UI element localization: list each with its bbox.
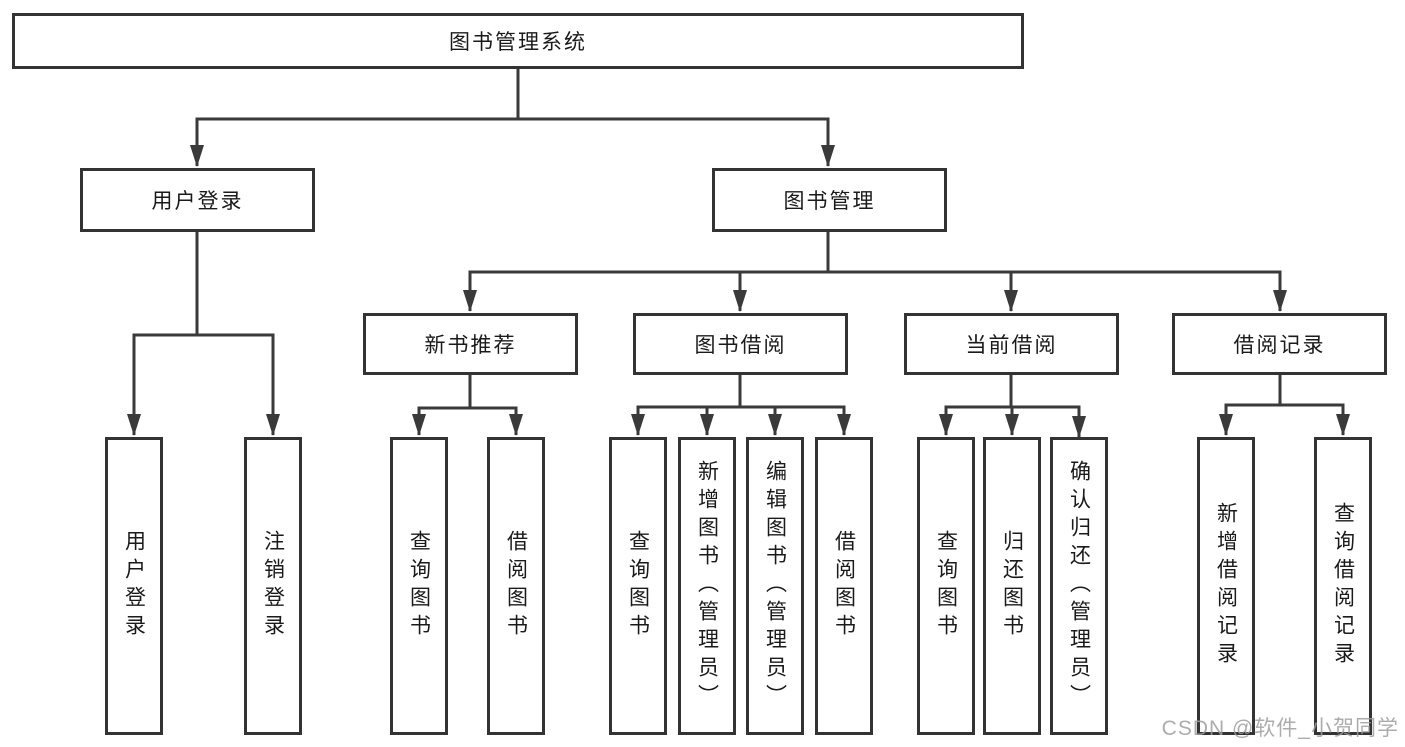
leaf-borrow-book: 借阅图书 xyxy=(815,437,873,735)
leaf-user-login: 用户登录 xyxy=(105,437,163,735)
node-borrow-record: 借阅记录 xyxy=(1172,313,1387,375)
leaf-query-book-recommend-label: 查询图书 xyxy=(407,530,431,642)
node-book-borrow-label: 图书借阅 xyxy=(694,334,787,357)
leaf-add-borrow-record-label: 新增借阅记录 xyxy=(1214,502,1238,670)
leaf-query-book-borrow-label: 查询图书 xyxy=(626,530,650,642)
leaf-user-login-label: 用户登录 xyxy=(122,530,146,642)
leaf-borrow-book-recommend: 借阅图书 xyxy=(487,437,545,735)
leaf-logout-login-label: 注销登录 xyxy=(261,530,285,642)
leaf-add-book-admin-label: 新增图书（管理员） xyxy=(695,460,719,712)
node-user-login: 用户登录 xyxy=(80,168,315,232)
leaf-return-book: 归还图书 xyxy=(983,437,1041,735)
watermark: CSDN @软件_小贺同学 xyxy=(1161,717,1399,740)
node-root-label: 图书管理系统 xyxy=(449,31,587,54)
leaf-query-book-recommend: 查询图书 xyxy=(390,437,448,735)
leaf-query-book-current: 查询图书 xyxy=(917,437,975,735)
leaf-edit-book-admin: 编辑图书（管理员） xyxy=(746,437,804,735)
node-book-management-label: 图书管理 xyxy=(783,190,876,213)
leaf-query-book-borrow: 查询图书 xyxy=(609,437,667,735)
leaf-edit-book-admin-label: 编辑图书（管理员） xyxy=(763,460,787,712)
node-root-system: 图书管理系统 xyxy=(12,13,1024,69)
node-book-management: 图书管理 xyxy=(712,168,947,232)
node-user-login-label: 用户登录 xyxy=(151,190,244,213)
leaf-add-borrow-record: 新增借阅记录 xyxy=(1197,437,1255,735)
leaf-return-book-label: 归还图书 xyxy=(1000,530,1024,642)
leaf-confirm-return-admin-label: 确认归还（管理员） xyxy=(1067,460,1091,712)
leaf-borrow-book-recommend-label: 借阅图书 xyxy=(504,530,528,642)
node-new-book-recommend-label: 新书推荐 xyxy=(424,334,517,357)
leaf-confirm-return-admin: 确认归还（管理员） xyxy=(1050,437,1108,735)
node-new-book-recommend: 新书推荐 xyxy=(363,313,578,375)
leaf-query-borrow-record: 查询借阅记录 xyxy=(1314,437,1372,735)
leaf-borrow-book-label: 借阅图书 xyxy=(832,530,856,642)
node-current-borrow: 当前借阅 xyxy=(904,313,1119,375)
leaf-logout-login: 注销登录 xyxy=(244,437,302,735)
leaf-query-book-current-label: 查询图书 xyxy=(934,530,958,642)
node-current-borrow-label: 当前借阅 xyxy=(965,334,1058,357)
leaf-add-book-admin: 新增图书（管理员） xyxy=(678,437,736,735)
node-borrow-record-label: 借阅记录 xyxy=(1233,334,1326,357)
node-book-borrow: 图书借阅 xyxy=(633,313,848,375)
leaf-query-borrow-record-label: 查询借阅记录 xyxy=(1331,502,1355,670)
